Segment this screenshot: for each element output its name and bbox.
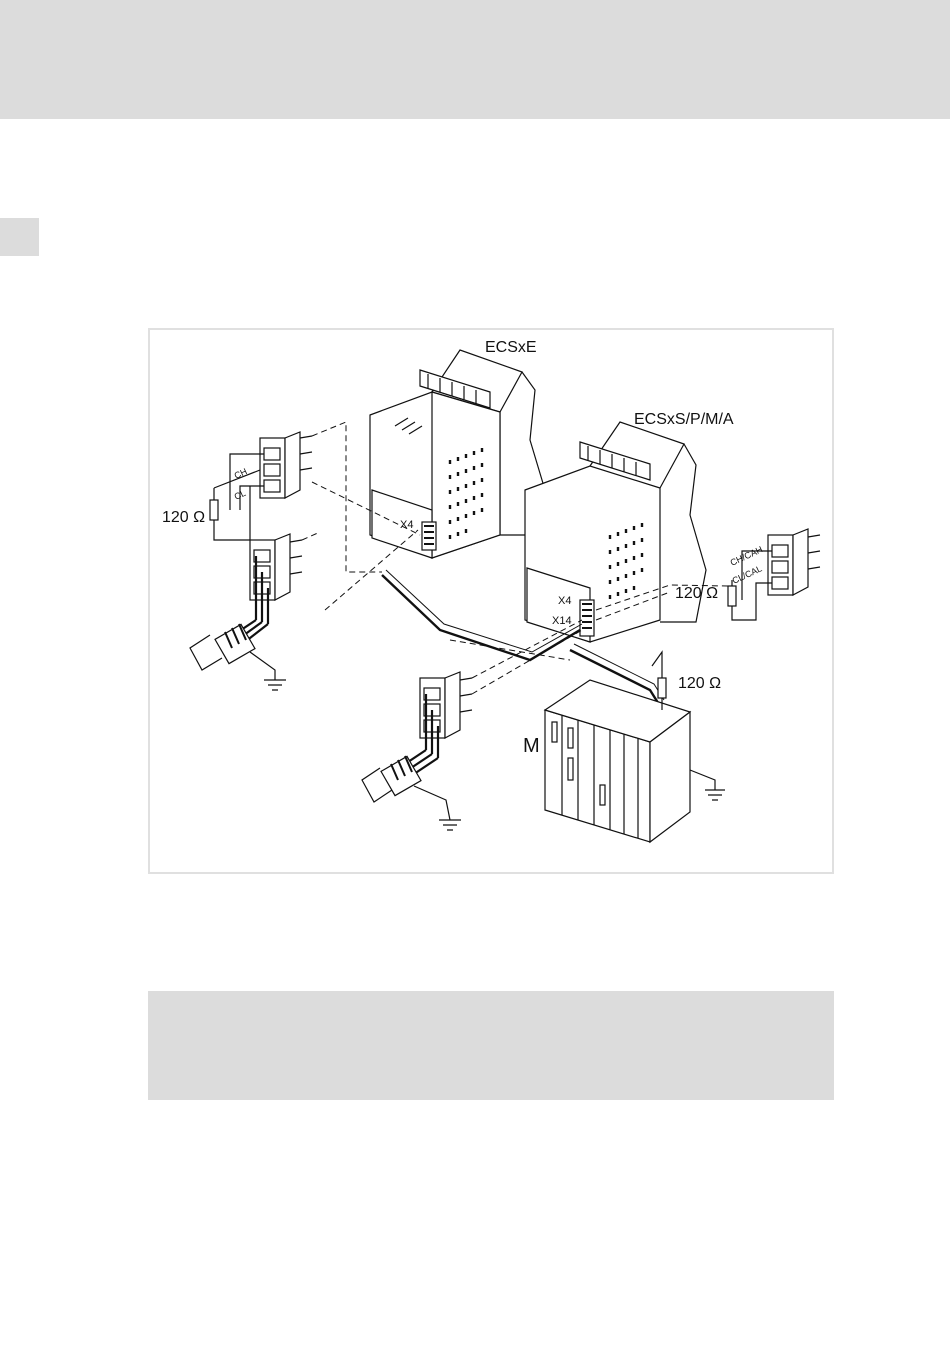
master-label: M — [523, 735, 540, 757]
left-lower-terminal — [250, 534, 302, 600]
master-cabinet — [545, 680, 725, 842]
left-resistor-label: 120 Ω — [162, 509, 205, 526]
bottom-terminal — [420, 672, 472, 738]
left-upper-terminal — [260, 432, 312, 498]
can-wiring-figure: ECSxE ECSxS/P/M/A 120 Ω 120 Ω 120 Ω X4 X… — [148, 328, 834, 874]
ecsxe-device — [370, 350, 545, 558]
header-band — [0, 0, 950, 119]
ecsxs-device — [525, 422, 706, 642]
left-x4-label: X4 — [400, 519, 413, 531]
right-x4-label: X4 — [558, 595, 571, 607]
dashed-leader-lines — [302, 422, 728, 694]
ecsxs-label: ECSxS/P/M/A — [634, 411, 734, 428]
left-cl-label: CL — [233, 488, 248, 502]
wiring-diagram: ECSxE ECSxS/P/M/A 120 Ω 120 Ω 120 Ω X4 X… — [150, 330, 836, 876]
right-x14-label: X14 — [552, 615, 572, 627]
left-ch-label: CH — [233, 466, 249, 481]
chapter-tab — [0, 218, 39, 256]
master-resistor-label: 120 Ω — [678, 675, 721, 692]
ecsxe-label: ECSxE — [485, 339, 537, 356]
ecsxs-x4-x14-connector — [580, 600, 594, 636]
right-terminal — [768, 529, 820, 595]
note-box — [148, 991, 834, 1100]
right-resistor-label: 120 Ω — [675, 585, 718, 602]
ecsxe-x4-connector — [422, 522, 436, 550]
